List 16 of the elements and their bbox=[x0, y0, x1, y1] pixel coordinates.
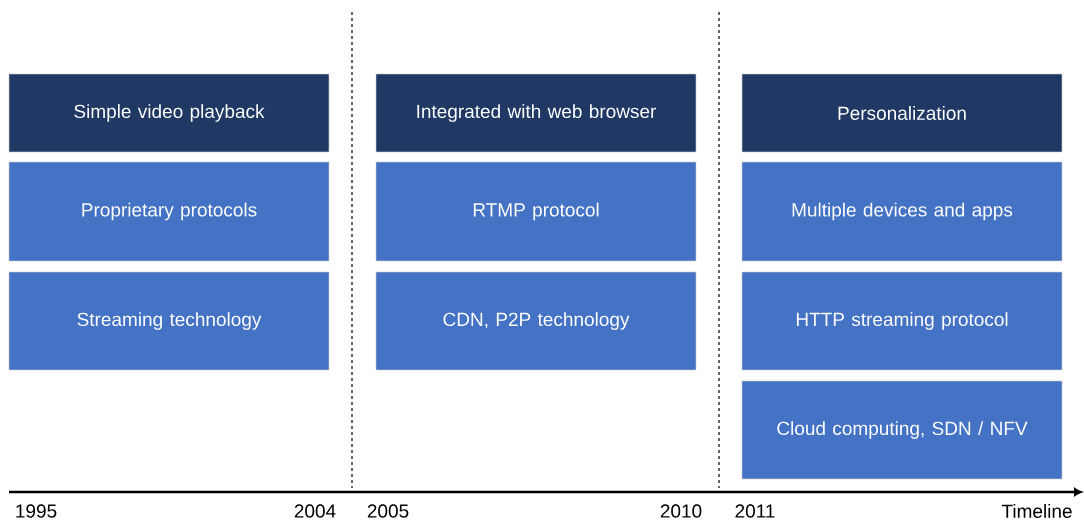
feature-box: CDN, P2P technology bbox=[375, 271, 697, 371]
year-label: 2010 bbox=[660, 504, 702, 518]
header-box: Integrated with web browser bbox=[375, 73, 697, 153]
year-label: Timeline bbox=[1001, 504, 1072, 518]
header-box: Simple video playback bbox=[8, 73, 330, 153]
feature-box: RTMP protocol bbox=[375, 161, 697, 262]
feature-box: Cloud computing, SDN / NFV bbox=[741, 380, 1063, 480]
feature-box: Proprietary protocols bbox=[8, 161, 330, 262]
feature-box: Streaming technology bbox=[8, 271, 330, 371]
year-label: 2004 bbox=[294, 504, 336, 518]
feature-box: Multiple devices and apps bbox=[741, 161, 1063, 262]
year-label: 2011 bbox=[735, 504, 775, 518]
year-label: 1995 bbox=[16, 504, 57, 518]
feature-box: HTTP streaming protocol bbox=[741, 271, 1063, 371]
year-label: 2005 bbox=[367, 504, 409, 518]
header-box: Personalization bbox=[741, 73, 1063, 153]
